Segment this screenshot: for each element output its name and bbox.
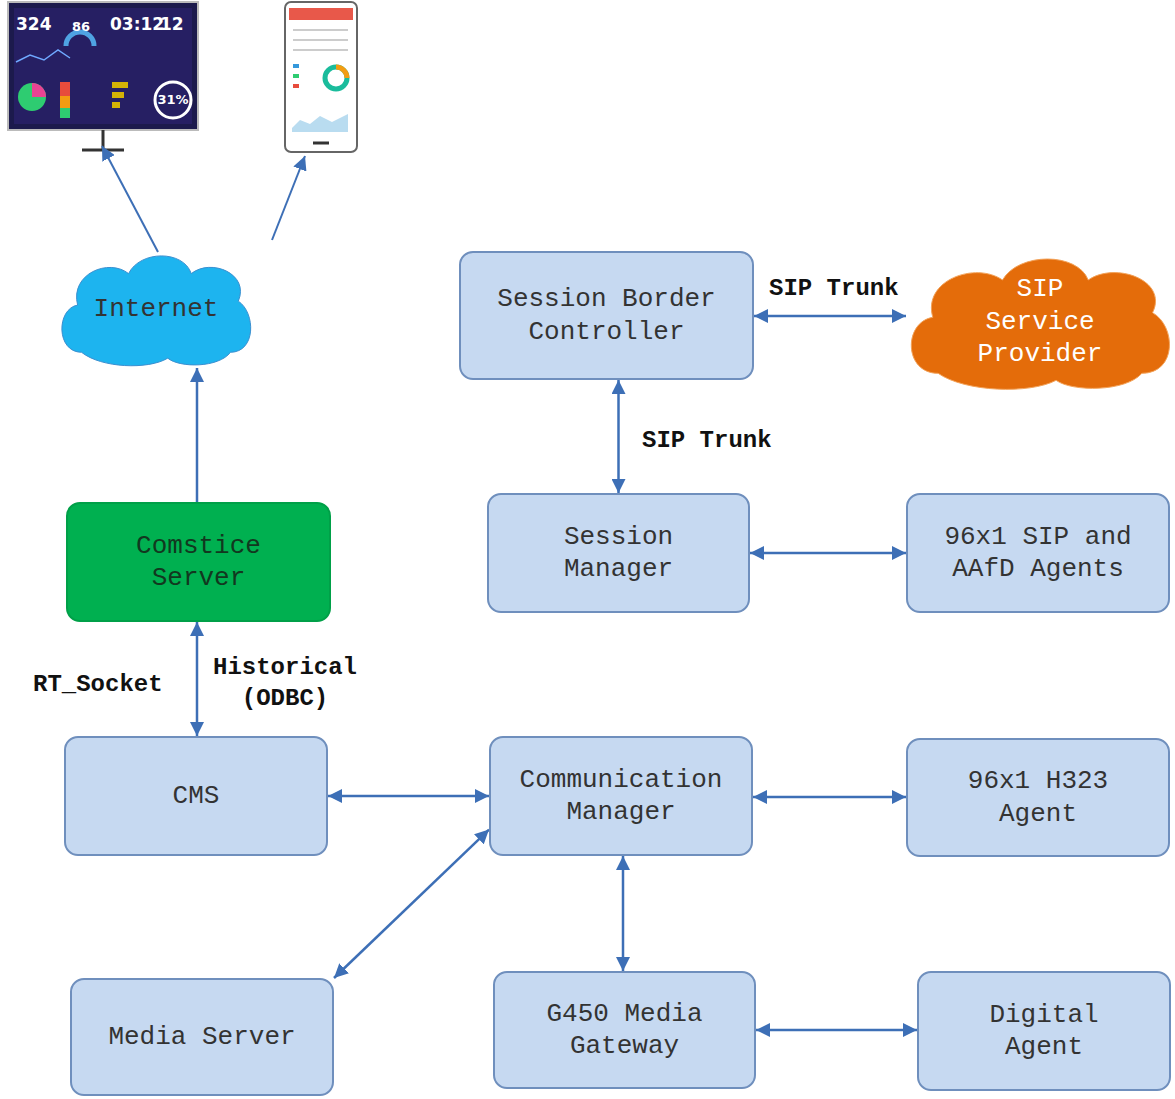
agent-box: 96x1 SIP and AAfD Agents — [906, 493, 1170, 613]
phone-illustration — [285, 2, 357, 152]
node-label: Communication Manager — [506, 764, 736, 829]
screen-figure: 86 — [72, 20, 90, 33]
edge-label: SIP Trunk — [767, 273, 901, 304]
gateway-box: G450 Media Gateway — [493, 971, 756, 1089]
node-label: Media Server — [108, 1021, 295, 1054]
connector-arrow — [617, 380, 620, 493]
connector-arrow — [756, 1029, 917, 1032]
provider-cloud: SIP Service Provider — [906, 252, 1174, 392]
node-label: Digital Agent — [969, 999, 1119, 1064]
system-box: Media Server — [70, 978, 334, 1096]
connector-arrow — [196, 368, 199, 502]
server-box: Comstice Server — [66, 502, 331, 622]
connector-arrow — [334, 830, 489, 978]
node-label: CMS — [173, 780, 220, 813]
link-label: Historical (ODBC) — [200, 652, 370, 714]
node-label: SIP Service Provider — [965, 273, 1115, 371]
system-box: CMS — [64, 736, 328, 856]
node-label: G450 Media Gateway — [535, 998, 715, 1063]
internet-to-devices — [102, 146, 305, 252]
agent-box: Digital Agent — [917, 971, 1171, 1091]
monitor-illustration — [8, 2, 198, 150]
node-label: 96x1 H323 Agent — [953, 765, 1123, 830]
screen-figure: 12 — [160, 16, 184, 33]
connector-arrow — [754, 315, 906, 318]
edge-label: RT_Socket — [31, 669, 165, 700]
edge-label: SIP Trunk — [640, 425, 774, 456]
node-label: Session Border Controller — [477, 283, 737, 348]
connector-arrow — [750, 552, 906, 555]
node-label: Comstice Server — [119, 530, 279, 595]
system-box: Communication Manager — [489, 736, 753, 856]
agent-box: 96x1 H323 Agent — [906, 738, 1170, 857]
system-box: Session Manager — [487, 493, 750, 613]
node-label: 96x1 SIP and AAfD Agents — [923, 521, 1153, 586]
connector-arrow — [622, 856, 625, 971]
system-box: Session Border Controller — [459, 251, 754, 380]
screen-figure: 03:12 — [110, 16, 164, 33]
connector-arrow — [328, 795, 489, 798]
node-label: Session Manager — [539, 521, 699, 586]
node-label: Internet — [94, 293, 219, 326]
connector-arrow — [196, 622, 199, 736]
network-cloud: Internet — [58, 250, 254, 368]
screen-figure: 324 — [16, 16, 52, 33]
screen-figure: 31% — [155, 93, 191, 106]
connector-arrow — [753, 796, 906, 799]
